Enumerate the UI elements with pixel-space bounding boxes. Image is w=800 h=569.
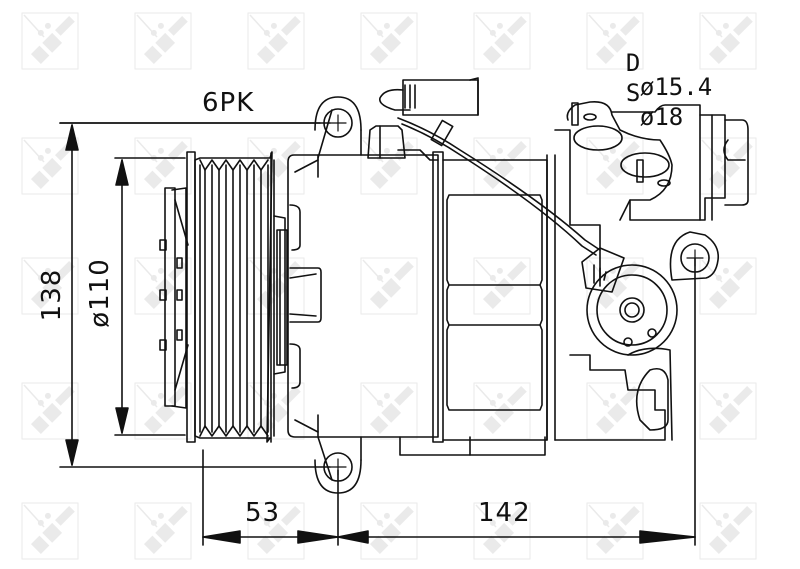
rear-head bbox=[555, 102, 748, 440]
suction-spec: S ø18 bbox=[597, 57, 683, 129]
discharge-spec: D ø15.4 bbox=[597, 27, 712, 99]
discharge-label: D bbox=[625, 49, 641, 77]
mount-centerlines bbox=[330, 115, 703, 475]
front-housing bbox=[288, 97, 438, 493]
suction-value: ø18 bbox=[639, 103, 684, 131]
pulley-diameter-label: ø110 bbox=[85, 258, 115, 328]
mount-to-rear-label: 142 bbox=[478, 498, 531, 528]
wiring-harness bbox=[380, 78, 600, 255]
clutch-plate bbox=[160, 188, 188, 408]
pulley-to-mount-label: 53 bbox=[245, 498, 281, 528]
overall-height-label: 138 bbox=[37, 268, 67, 322]
suction-label: S bbox=[625, 79, 641, 107]
discharge-value: ø15.4 bbox=[639, 73, 713, 101]
dimension-110 bbox=[115, 158, 185, 435]
dimension-53-142 bbox=[203, 258, 695, 545]
center-body bbox=[400, 152, 555, 455]
pulley bbox=[187, 152, 287, 442]
belt-profile-label: 6PK bbox=[202, 88, 255, 118]
